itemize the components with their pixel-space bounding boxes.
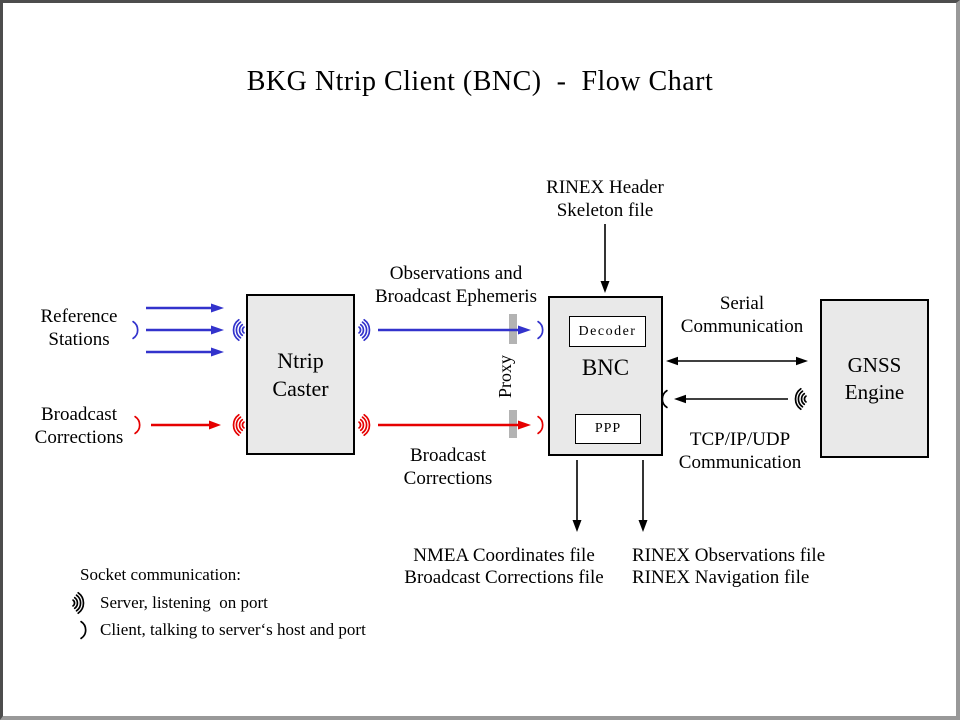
tcp-line1: TCP/IP/UDP — [689, 429, 791, 450]
client-icon-corrections — [134, 415, 141, 435]
legend-row-server: Server, listening on port — [66, 589, 268, 617]
rinex-header-line1: RINEX Header — [546, 177, 664, 198]
output-file-arrows — [572, 460, 648, 532]
serial-communication-arrow — [666, 356, 808, 366]
label-broadcast-corrections-left: Broadcast Corrections — [9, 403, 149, 449]
label-reference-stations: Reference Stations — [19, 305, 139, 351]
decoder-label: Decoder — [578, 323, 637, 339]
broadcast-corrections-left-line2: Corrections — [34, 427, 124, 448]
server-icon-caster-in-blue — [232, 318, 245, 342]
legend-title: Socket communication: — [80, 565, 241, 584]
rinex-files-line1: RINEX Observations file — [632, 545, 826, 566]
rinex-header-line2: Skeleton file — [556, 200, 654, 221]
gnss-label-line1: GNSS — [847, 352, 902, 377]
node-bnc: BNC Decoder PPP — [548, 296, 663, 456]
nmea-files-line2: Broadcast Corrections file — [404, 567, 604, 588]
label-nmea-files: NMEA Coordinates file Broadcast Correcti… — [394, 545, 614, 589]
legend-server-text: Server, listening on port — [100, 593, 268, 612]
client-icon-bnc-obs — [537, 320, 544, 340]
node-decoder: Decoder — [569, 316, 646, 347]
client-socket-icons — [132, 320, 668, 435]
observations-line1: Observations and — [389, 263, 523, 284]
bnc-label: BNC — [581, 355, 630, 380]
label-observations: Observations and Broadcast Ephemeris — [356, 262, 556, 308]
nmea-files-line1: NMEA Coordinates file — [413, 545, 595, 566]
rinex-header-arrow — [600, 224, 610, 293]
client-paren-icon — [66, 616, 100, 644]
node-ntrip-caster: Ntrip Caster — [246, 294, 355, 455]
client-icon-bnc-tcp — [661, 389, 668, 409]
node-ppp: PPP — [575, 414, 641, 444]
server-icon-caster-out-blue — [358, 318, 371, 342]
serial-line2: Communication — [680, 316, 804, 337]
label-tcp-communication: TCP/IP/UDP Communication — [650, 428, 830, 474]
server-icon-caster-out-red — [358, 413, 371, 437]
proxy-bars — [509, 314, 517, 438]
broadcast-corrections-mid-line2: Corrections — [403, 468, 493, 489]
observations-line2: Broadcast Ephemeris — [375, 286, 537, 307]
ntrip-caster-label-line1: Ntrip — [277, 347, 324, 373]
label-serial-communication: Serial Communication — [652, 292, 832, 338]
client-icon-bnc-corr — [537, 415, 544, 435]
ntrip-caster-label-line2: Caster — [272, 375, 329, 401]
label-broadcast-corrections-mid: Broadcast Corrections — [368, 444, 528, 490]
reference-stations-line1: Reference — [40, 306, 118, 327]
broadcast-corrections-mid-line1: Broadcast — [410, 445, 486, 466]
reference-stations-line2: Stations — [48, 329, 110, 350]
legend-row-client: Client, talking to server‘s host and por… — [66, 616, 366, 644]
node-gnss-engine: GNSS Engine — [820, 299, 929, 458]
tcp-communication-arrow — [674, 394, 788, 404]
label-rinex-header: RINEX Header Skeleton file — [505, 176, 705, 222]
server-socket-icons — [232, 318, 807, 437]
server-icon-gnss — [794, 387, 807, 411]
broadcast-correction-arrows — [151, 420, 531, 430]
rinex-files-line2: RINEX Navigation file — [632, 567, 810, 588]
server-icon-caster-in-red — [232, 413, 245, 437]
reference-station-arrows — [146, 303, 531, 357]
server-waves-icon — [66, 589, 100, 617]
gnss-label-line2: Engine — [844, 379, 905, 404]
serial-line1: Serial — [719, 293, 765, 314]
client-icon-reference — [132, 320, 139, 340]
ppp-label: PPP — [594, 421, 622, 436]
page-title: BKG Ntrip Client (BNC) - Flow Chart — [246, 66, 714, 97]
tcp-line2: Communication — [678, 452, 802, 473]
label-rinex-files: RINEX Observations file RINEX Navigation… — [632, 545, 842, 589]
legend-client-text: Client, talking to server‘s host and por… — [100, 620, 366, 639]
broadcast-corrections-left-line1: Broadcast — [41, 404, 117, 425]
